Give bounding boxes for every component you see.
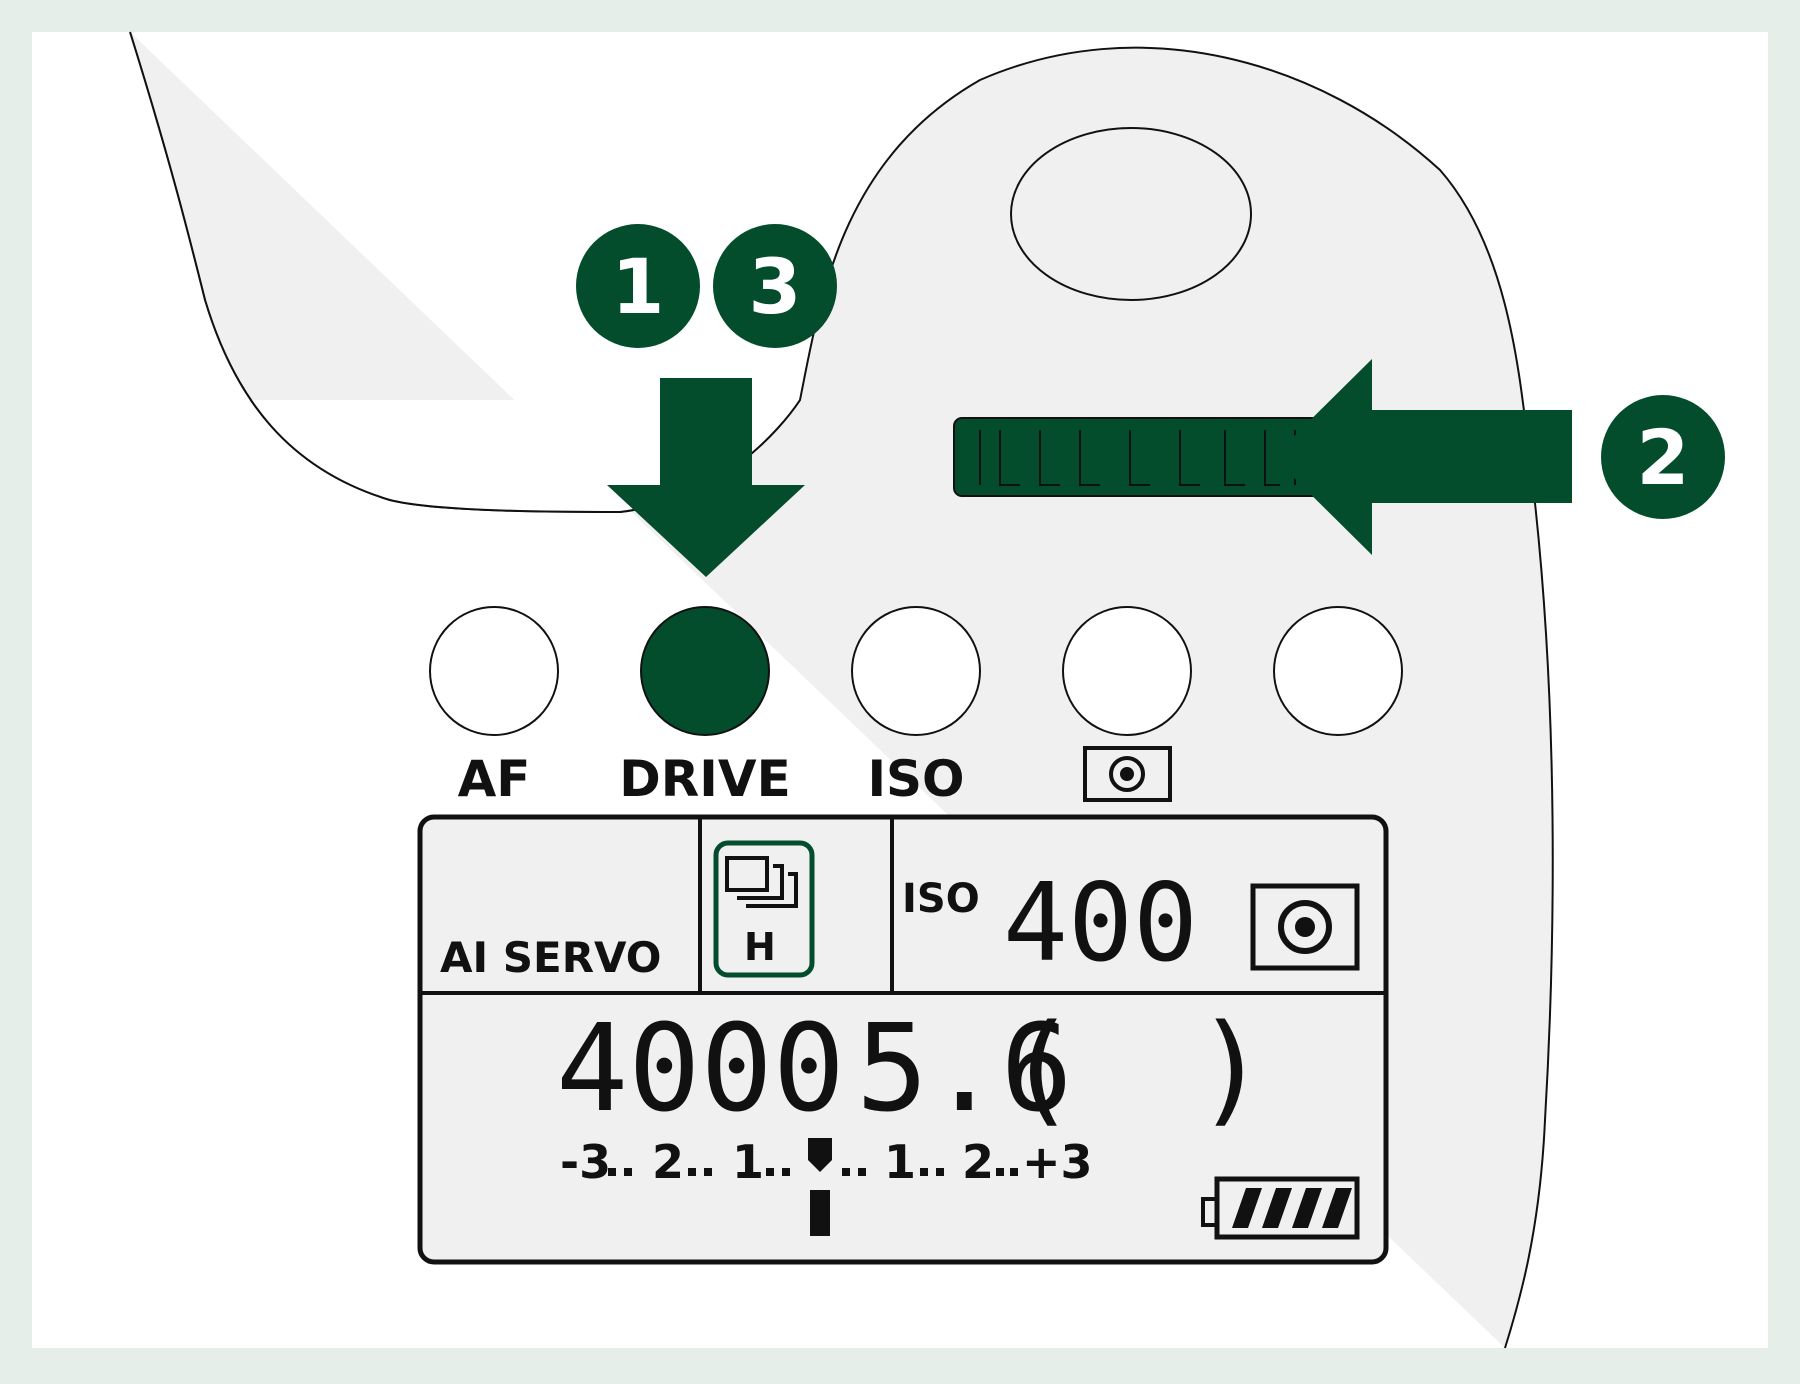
drive-button[interactable] (640, 606, 770, 736)
shutter-button[interactable] (1010, 127, 1252, 301)
af-button[interactable] (429, 606, 559, 736)
camera-left-shoulder (32, 32, 800, 512)
continuous-shooting-icon: H (713, 840, 815, 978)
exposure-tick-plus3: +3 (1022, 1135, 1093, 1189)
step-badge-2: 2 (1601, 395, 1725, 519)
turn-arrow-left (1273, 359, 1572, 555)
step-badge-2-label: 2 (1637, 413, 1690, 502)
lcd-panel: AI SERVO H ISO 400 4000 5.6 ( ) -3 2 1 1… (417, 814, 1389, 1265)
lcd-bracket-open: ( (1005, 1000, 1077, 1139)
press-arrow-down (607, 378, 805, 577)
step-badge-1: 1 (576, 224, 700, 348)
exposure-tick-plus2: 2 (962, 1135, 994, 1189)
drive-button-label: DRIVE (619, 750, 790, 808)
exposure-level-bar (810, 1190, 830, 1236)
lcd-af-mode: AI SERVO (440, 933, 662, 982)
evaluative-metering-icon (1250, 883, 1360, 971)
battery-bar (1292, 1188, 1322, 1228)
lcd-drive-letter: H (744, 925, 776, 969)
function-buttons: AF DRIVE ISO (429, 606, 1403, 808)
battery-bar (1322, 1188, 1352, 1228)
exposure-level-scale: -3 2 1 1 2 +3 (560, 1135, 1093, 1236)
metering-icon (1083, 746, 1172, 802)
exposure-tick-plus1: 1 (884, 1135, 916, 1189)
lcd-aperture: 5.6 (856, 1000, 1073, 1139)
metering-button[interactable] (1062, 606, 1192, 736)
lcd-shutter-speed: 4000 (556, 1000, 845, 1139)
battery-icon (1201, 1176, 1360, 1240)
lcd-iso-value: 400 (1003, 861, 1198, 986)
battery-bar (1262, 1188, 1292, 1228)
iso-button-label: ISO (867, 750, 964, 808)
step-badge-3-label: 3 (749, 242, 802, 331)
iso-button[interactable] (851, 606, 981, 736)
af-button-label: AF (458, 750, 531, 808)
extra-button[interactable] (1273, 606, 1403, 736)
exposure-tick-minus1: 1 (732, 1135, 764, 1189)
battery-bar (1232, 1188, 1262, 1228)
exposure-tick-minus3: -3 (560, 1135, 611, 1189)
lcd-bracket-close: ) (1195, 1000, 1267, 1139)
step-badge-3: 3 (713, 224, 837, 348)
step-badge-1-label: 1 (612, 242, 665, 331)
lcd-iso-label: ISO (902, 876, 980, 922)
exposure-pointer (808, 1138, 832, 1172)
main-dial[interactable] (953, 417, 1327, 497)
exposure-tick-minus2: 2 (652, 1135, 684, 1189)
